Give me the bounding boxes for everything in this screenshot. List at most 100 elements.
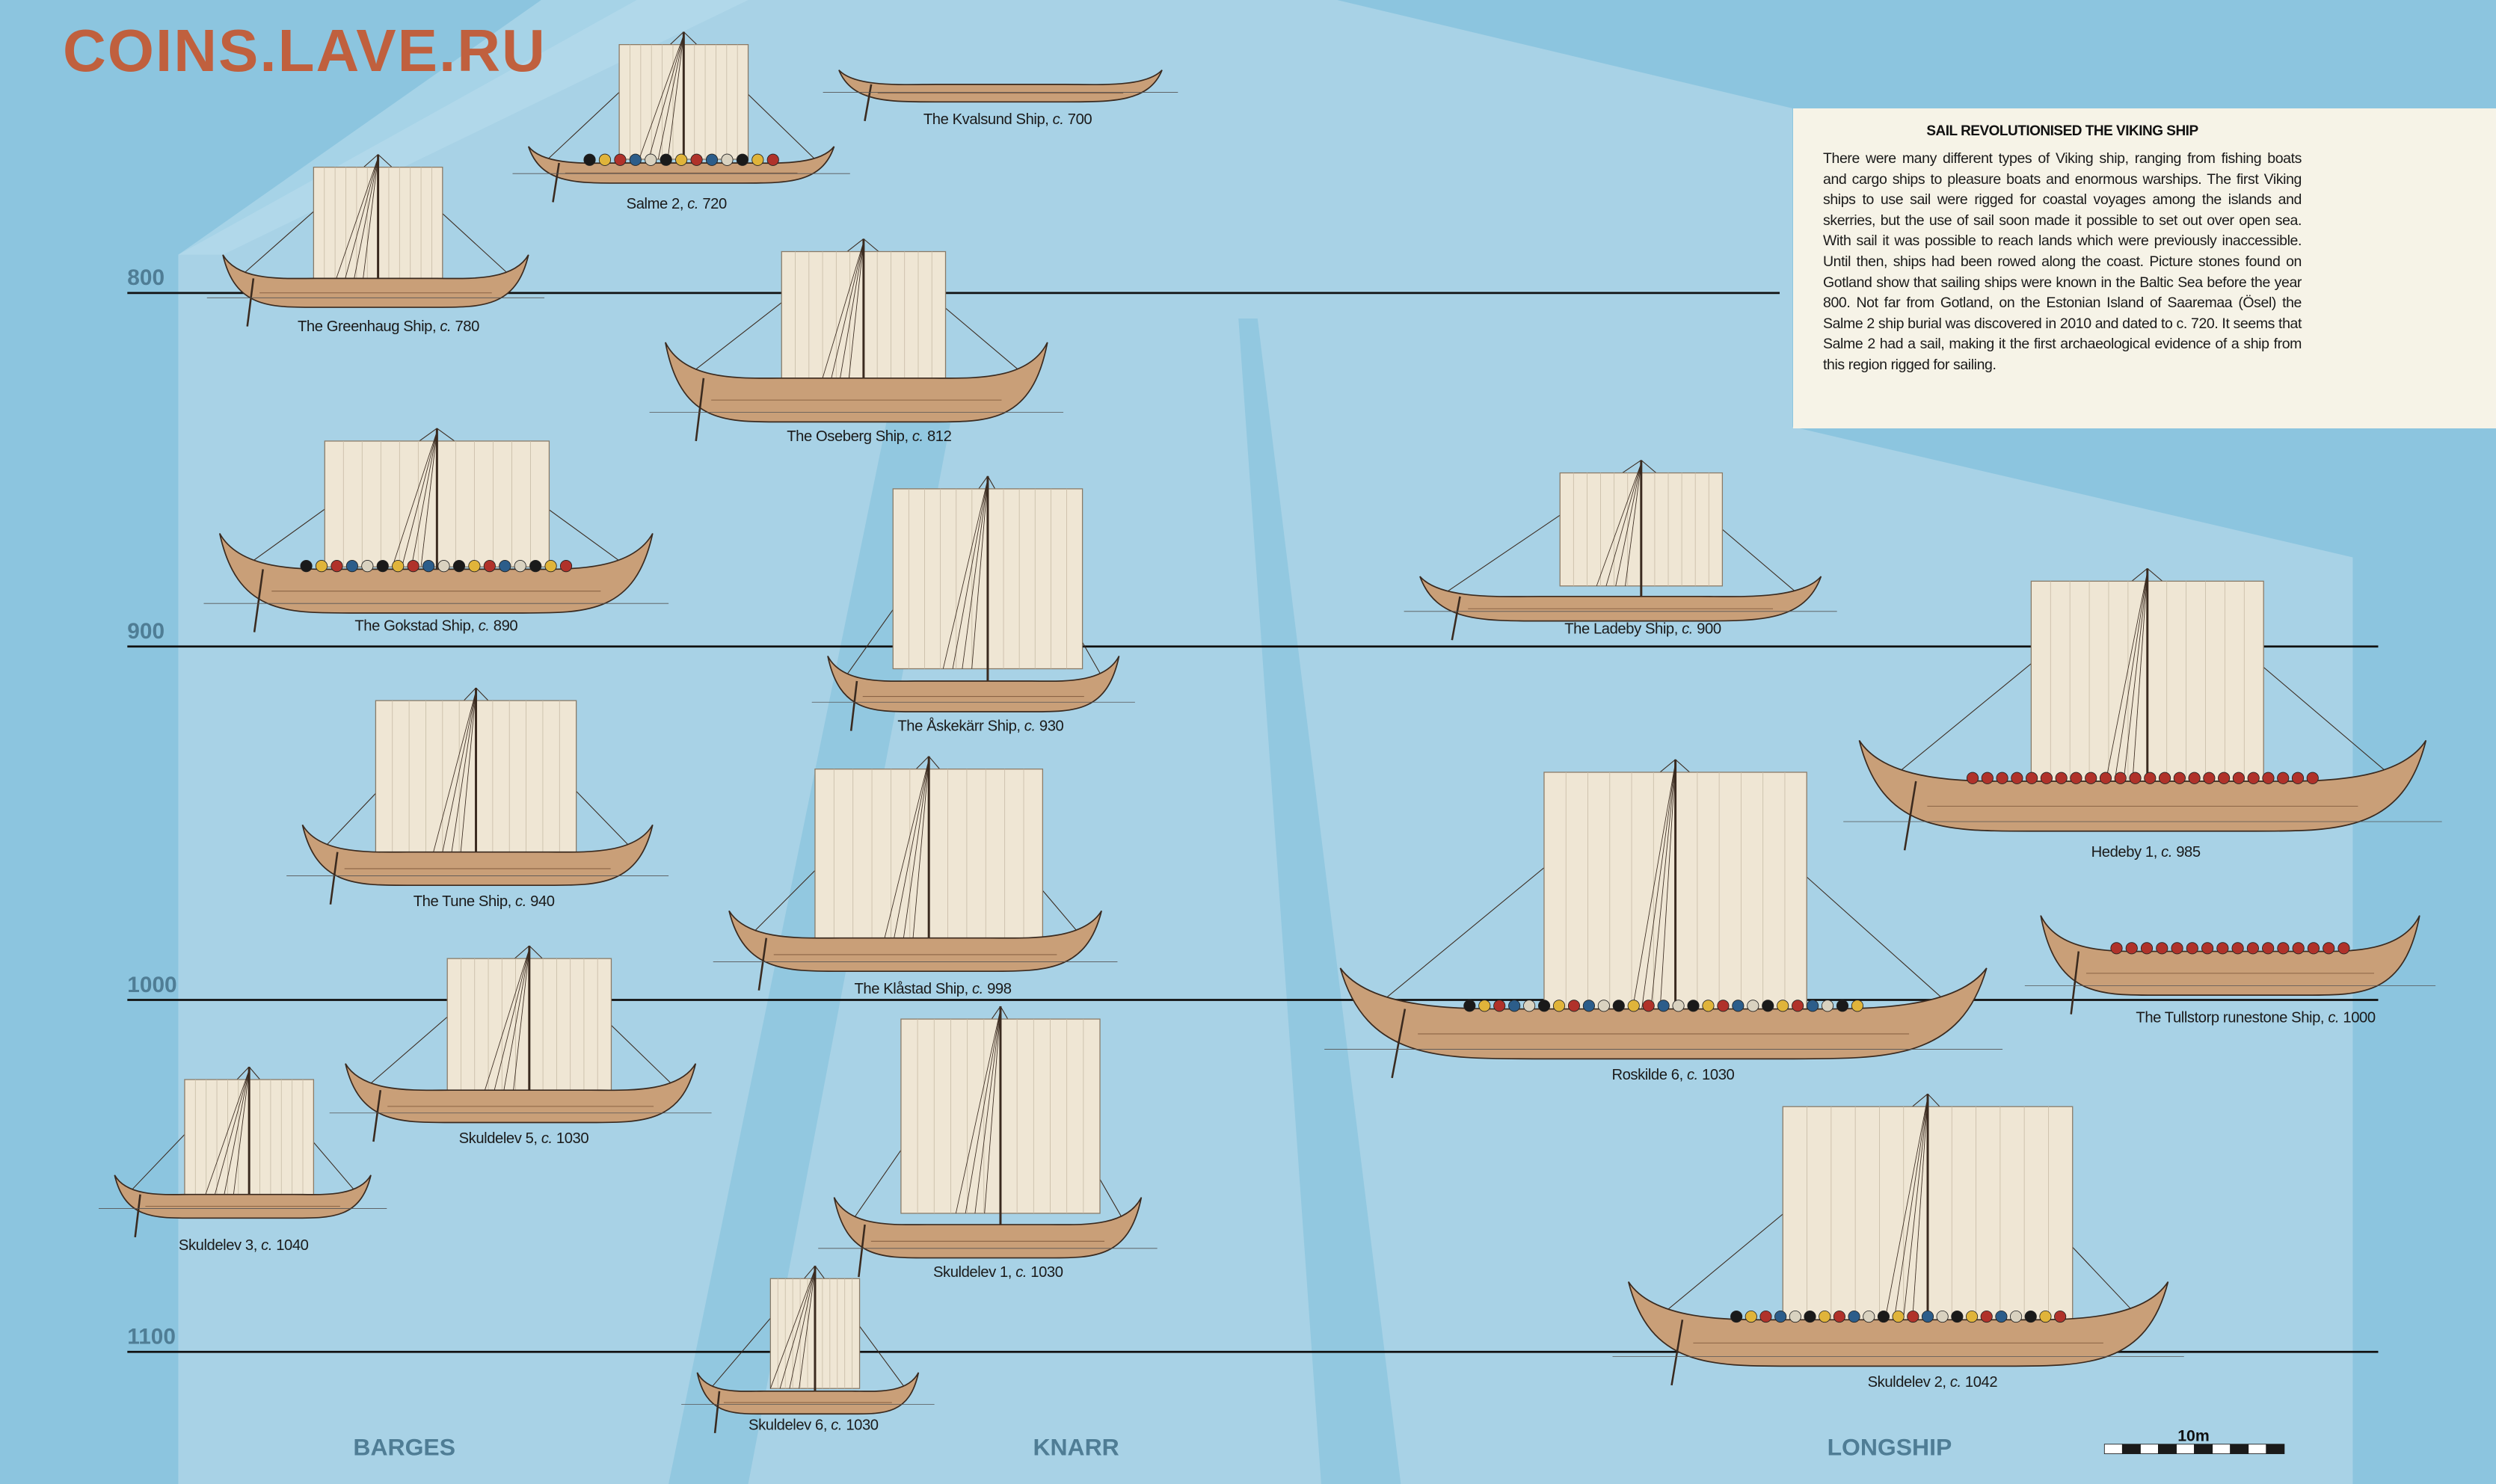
shield <box>2158 772 2171 784</box>
shield <box>1508 1000 1521 1012</box>
shield <box>2291 772 2305 784</box>
shield <box>2218 772 2231 784</box>
ship-circa: c. <box>2161 844 2172 860</box>
steering-oar <box>2070 951 2080 1015</box>
shield <box>2262 942 2275 955</box>
ship-label: The Klåstad Ship, c. 998 <box>854 981 1011 997</box>
ship-year: 930 <box>1039 718 1064 735</box>
ship-label: Skuldelev 6, c. 1030 <box>749 1417 879 1434</box>
shield <box>1965 1310 1979 1323</box>
comma: , <box>904 428 912 445</box>
shield <box>2110 942 2123 955</box>
shield <box>2262 772 2275 784</box>
comma: , <box>533 1130 541 1147</box>
comma: , <box>508 893 515 910</box>
scale-segment <box>2266 1444 2285 1454</box>
rigging <box>503 949 530 1092</box>
shield <box>2232 772 2245 784</box>
hull <box>2040 915 2420 996</box>
shield <box>2247 772 2260 784</box>
ship-label: Roskilde 6, c. 1030 <box>1611 1067 1734 1083</box>
shield <box>2055 772 2068 784</box>
ship-circa: c. <box>2328 1009 2339 1026</box>
shield <box>2125 942 2138 955</box>
shield <box>1627 1000 1640 1012</box>
ship-label: The Tullstorp runestone Ship, c. 1000 <box>2136 1009 2375 1026</box>
shield <box>1745 1310 1757 1323</box>
rigging <box>828 241 864 390</box>
ship-label: The Tune Ship, c. 940 <box>414 893 555 910</box>
hull <box>222 254 529 308</box>
rigging <box>1902 1097 1928 1330</box>
ship-the-kvalsund-ship: The Kvalsund Ship, c. 700 <box>823 70 1178 128</box>
scale-segment <box>2230 1444 2249 1454</box>
hull <box>728 910 1102 973</box>
shield <box>2306 772 2319 784</box>
shield <box>1981 772 1994 784</box>
shield <box>1806 1000 1819 1012</box>
rigging <box>657 34 684 160</box>
shield <box>2277 942 2290 955</box>
shield <box>1792 1000 1804 1012</box>
ship-name: Skuldelev 3 <box>179 1237 253 1254</box>
scale-segment <box>2176 1444 2195 1454</box>
steering-oar <box>1391 1009 1407 1079</box>
shield <box>1777 1000 1789 1012</box>
rigging <box>1659 763 1676 1020</box>
rigging <box>450 691 476 860</box>
shield <box>1921 1310 1934 1323</box>
ship-circa: c. <box>515 893 526 910</box>
rigging <box>952 479 989 669</box>
shield <box>1642 1000 1655 1012</box>
ship-label: The Åskekärr Ship, c. 930 <box>897 718 1063 735</box>
ship-name: Skuldelev 6 <box>749 1417 823 1434</box>
shield <box>2040 772 2053 784</box>
ship-the-tune-ship: The Tune Ship, c. 940 <box>286 687 669 910</box>
comma: , <box>680 196 687 212</box>
shield <box>1478 1000 1491 1012</box>
hull <box>665 342 1048 423</box>
shield <box>2246 942 2259 955</box>
ship-name: Hedeby 1 <box>2091 844 2154 860</box>
rigging <box>494 949 530 1092</box>
shield <box>1996 772 2008 784</box>
rigging <box>1605 463 1642 586</box>
rigging <box>223 1070 250 1198</box>
year-label: 1100 <box>127 1325 176 1349</box>
ship-circa: c. <box>479 618 490 634</box>
shield <box>2156 942 2168 955</box>
ship-name: Skuldelev 5 <box>459 1130 534 1147</box>
year-label: 1000 <box>127 973 176 997</box>
shield <box>1523 1000 1536 1012</box>
shield <box>1730 1310 1743 1323</box>
ship-name: The Klåstad Ship <box>854 981 964 997</box>
steering-oar <box>253 569 264 632</box>
ship-name: The Greenhaug Ship <box>298 318 432 335</box>
shield <box>705 153 719 166</box>
ship-label: The Kvalsund Ship, c. 700 <box>923 111 1092 128</box>
hull <box>833 1197 1143 1259</box>
shield <box>483 560 496 573</box>
steering-oar <box>757 937 768 991</box>
ship-hedeby-1: Hedeby 1, c. 985 <box>1843 567 2442 860</box>
shield <box>1863 1310 1875 1323</box>
steering-oar <box>695 378 705 442</box>
shield <box>1463 1000 1476 1012</box>
scale-segment <box>2248 1444 2267 1454</box>
shield <box>1672 1000 1685 1012</box>
rigging <box>971 479 989 669</box>
rigging <box>1911 1097 1928 1330</box>
rigging <box>2131 571 2148 796</box>
ship-the-greenhaug-ship: The Greenhaug Ship, c. 780 <box>206 154 545 335</box>
category-barges: BARGES <box>353 1434 455 1461</box>
rigging <box>984 1009 1001 1213</box>
shield <box>452 560 466 573</box>
shield <box>1747 1000 1759 1012</box>
steering-oar <box>329 852 339 905</box>
scale-label: 10m <box>2177 1426 2210 1444</box>
ship-salme-2: Salme 2, c. 720 <box>512 31 850 212</box>
shield <box>721 153 734 166</box>
shield <box>1877 1310 1890 1323</box>
year-label: 900 <box>127 619 165 644</box>
comma: , <box>1674 621 1682 638</box>
